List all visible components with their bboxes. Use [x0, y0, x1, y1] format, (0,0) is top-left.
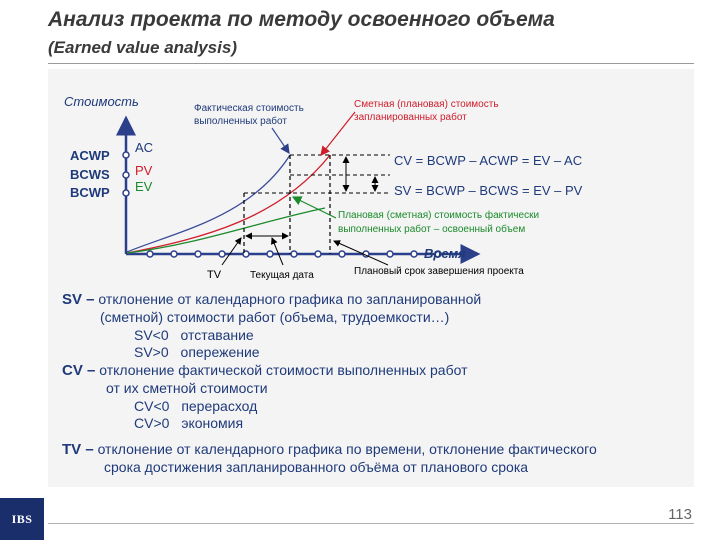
bcws-label: BCWS — [70, 167, 110, 182]
planned-callout-arrow — [320, 111, 356, 156]
cv-case-neg: CV<0 перерасход — [134, 397, 257, 415]
x-axis-label: Время — [424, 246, 466, 261]
cv-case-neg-text: перерасход — [181, 398, 258, 414]
page-number: 113 — [668, 506, 692, 523]
cv-line1: отклонение фактической стоимости выполне… — [99, 362, 468, 378]
cv-line2: от их сметной стоимости — [106, 380, 268, 396]
ibs-logo: IBS — [0, 498, 44, 540]
pv-curve — [126, 154, 331, 254]
cv-definition: CV – отклонение фактической стоимости вы… — [62, 361, 468, 380]
sv-case-neg: SV<0 отставание — [134, 326, 254, 344]
cv-formula: CV = BCWP – ACWP = EV – AC — [394, 153, 582, 168]
sv-case-neg-cond: SV<0 — [134, 327, 169, 343]
actual-callout-line1: Фактическая стоимость — [194, 103, 304, 114]
actual-callout-arrow — [271, 127, 290, 154]
planned-callout-line2: запланированных работ — [354, 111, 467, 123]
cv-case-pos-text: экономия — [181, 415, 244, 431]
planned-callout-line1: Сметная (плановая) стоимость — [354, 99, 499, 110]
tv-line2: срока достижения запланированного объёма… — [104, 459, 529, 475]
cv-key: CV – — [62, 362, 96, 379]
y-axis-label: Стоимость — [64, 94, 139, 109]
sv-definition: SV – отклонение от календарного графика … — [62, 290, 481, 309]
sv-line2: (сметной) стоимости работ (объема, трудо… — [100, 309, 450, 325]
earned-callout-line1: Плановая (сметная) стоимость фактически — [338, 209, 539, 221]
planned-end-pointer — [333, 240, 389, 266]
sv-case-pos-text: опережение — [180, 344, 260, 360]
title-divider — [48, 63, 694, 64]
slide-subtitle: (Earned value analysis) — [48, 38, 237, 57]
current-date-pointer — [271, 237, 284, 266]
sv-formula: SV = BCWP – BCWS = EV – PV — [394, 183, 583, 198]
cv-case-pos-cond: CV>0 — [134, 415, 170, 431]
ac-curve — [126, 154, 291, 253]
tv-pointer — [221, 237, 242, 266]
tv-key: TV – — [62, 441, 94, 458]
tv-line1: отклонение от календарного графика по вр… — [97, 441, 597, 457]
ev-label: EV — [135, 179, 153, 194]
sv-case-pos-cond: SV>0 — [134, 344, 169, 360]
actual-callout-line2: выполненных работ — [194, 115, 287, 127]
y-axis-markers — [122, 151, 130, 197]
acwp-label: ACWP — [70, 148, 110, 163]
cv-case-neg-cond: CV<0 — [134, 398, 170, 414]
earned-callout-line2: выполненных работ – освоенный объем — [338, 223, 525, 235]
pv-label: PV — [135, 163, 153, 178]
ev-curve — [126, 207, 326, 254]
ac-label: AC — [135, 140, 153, 155]
bcwp-label: BCWP — [70, 185, 110, 200]
earned-callout-arrow — [291, 196, 337, 219]
sv-line1: отклонение от календарного графика по за… — [98, 291, 482, 307]
sv-key: SV – — [62, 291, 95, 308]
planned-end-label: Плановый срок завершения проекта — [354, 266, 524, 277]
footer-divider — [48, 523, 694, 524]
sv-case-neg-text: отставание — [180, 327, 254, 343]
slide-title: Анализ проекта по методу освоенного объе… — [48, 8, 555, 31]
sv-case-pos: SV>0 опережение — [134, 343, 260, 361]
tv-definition: TV – отклонение от календарного графика … — [62, 440, 597, 459]
x-axis-ticks — [146, 250, 442, 258]
tv-label: TV — [207, 269, 222, 281]
content-panel — [48, 69, 694, 487]
current-date-label: Текущая дата — [250, 270, 314, 281]
cv-case-pos: CV>0 экономия — [134, 414, 243, 432]
